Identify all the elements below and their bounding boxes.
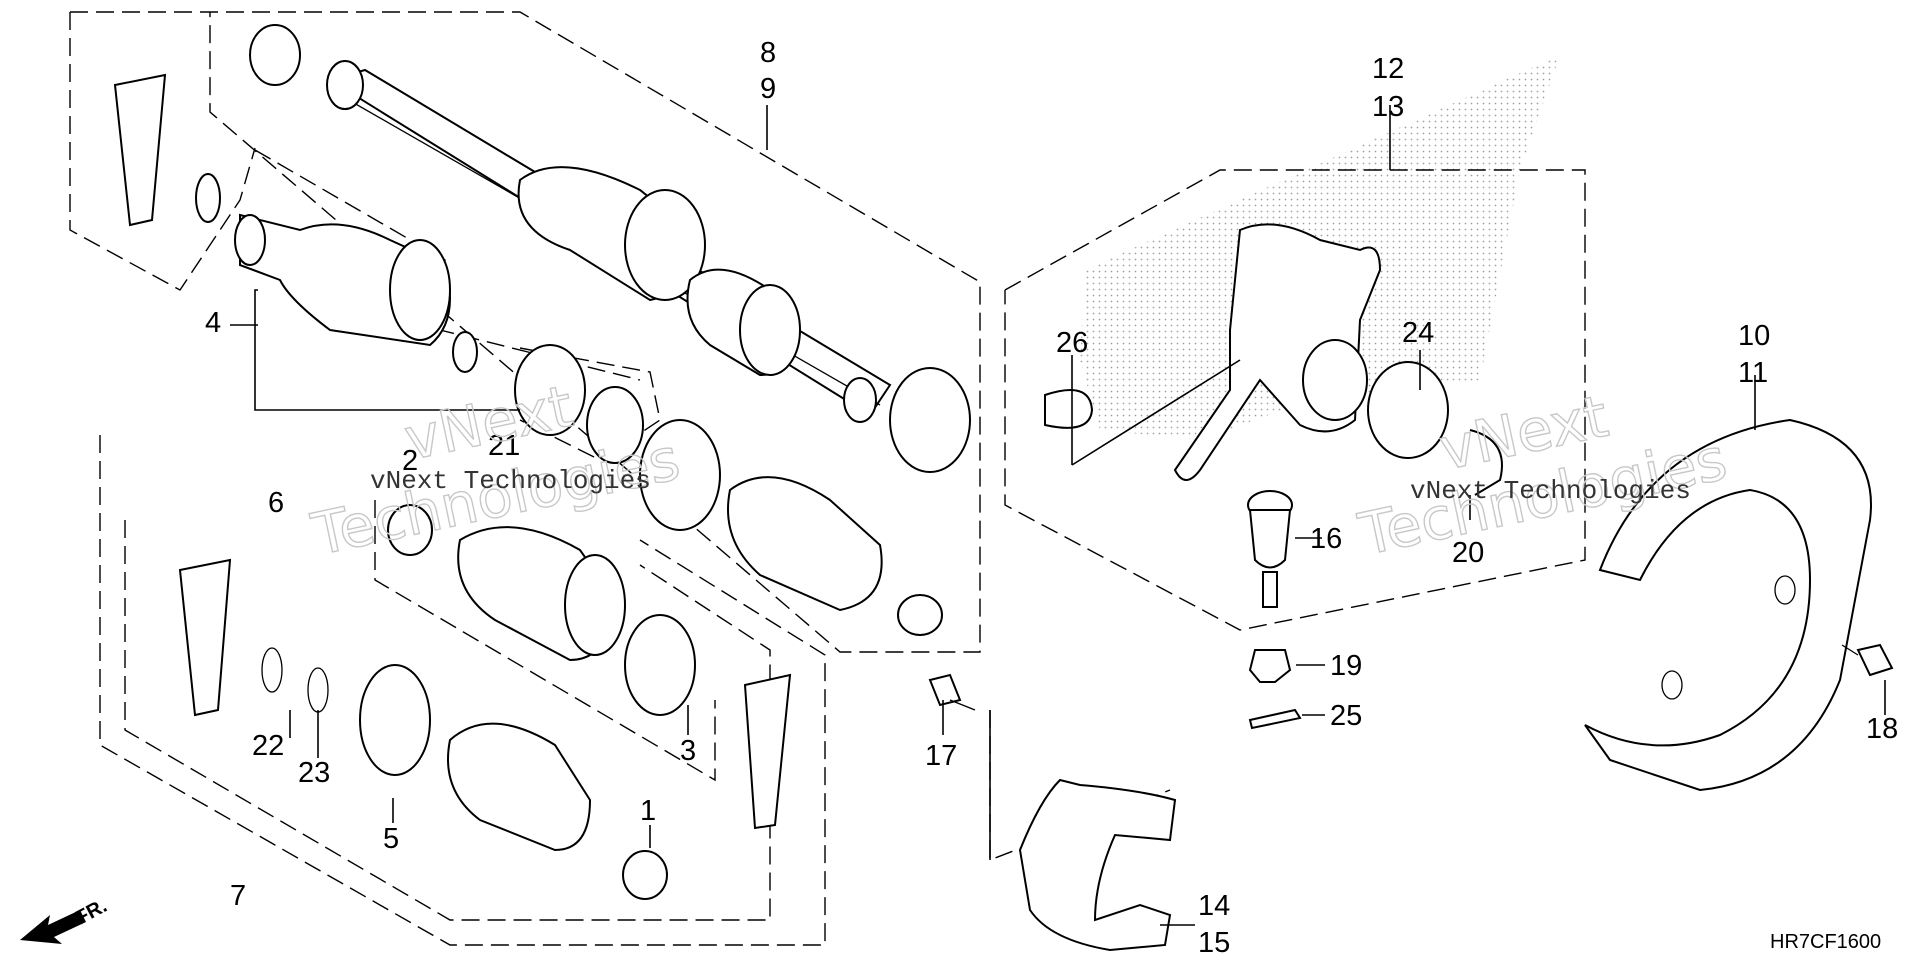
bolts	[928, 643, 1894, 711]
bearing-kit	[514, 344, 644, 464]
group-outlines	[69, 11, 1586, 946]
knuckle	[1044, 223, 1503, 496]
front-direction-arrow: FR.	[20, 895, 111, 944]
part-label-4[interactable]: 4	[205, 307, 221, 339]
part-label-25[interactable]: 25	[1330, 700, 1362, 732]
part-label-1[interactable]: 1	[640, 795, 656, 827]
part-label-14[interactable]: 14	[1198, 890, 1230, 922]
diagram-code: HR7CF1600	[1770, 931, 1881, 953]
part-label-24[interactable]: 24	[1402, 317, 1434, 349]
part-label-11[interactable]: 11	[1738, 357, 1768, 389]
part-label-22[interactable]: 22	[252, 730, 284, 762]
part-label-5[interactable]: 5	[383, 823, 399, 855]
part-label-15[interactable]: 15	[1198, 927, 1230, 959]
part-label-8[interactable]: 8	[760, 37, 776, 69]
part-label-18[interactable]: 18	[1866, 713, 1898, 745]
boots-middle	[387, 419, 883, 716]
part-label-21[interactable]: 21	[488, 430, 520, 462]
part-label-2[interactable]: 2	[402, 445, 418, 477]
part-label-16[interactable]: 16	[1310, 523, 1342, 555]
part-label-17[interactable]: 17	[925, 740, 957, 772]
part-label-10[interactable]: 10	[1738, 320, 1770, 352]
leader-lines	[230, 105, 1886, 926]
watermark-inline-right: vNext Technologies	[1410, 476, 1691, 506]
part-labels: 8 9 12 13 10 11 26 24 4 2 21 6 16 20 19 …	[205, 37, 1898, 959]
boots-lower	[261, 647, 668, 900]
part-label-20[interactable]: 20	[1452, 537, 1484, 569]
part-label-19[interactable]: 19	[1330, 650, 1362, 682]
part-label-23[interactable]: 23	[298, 757, 330, 789]
watermark-inline-left: vNext Technologies	[370, 466, 651, 496]
outer-joint	[234, 213, 451, 347]
part-label-6[interactable]: 6	[268, 487, 284, 519]
part-label-12[interactable]: 12	[1372, 53, 1404, 85]
part-label-9[interactable]: 9	[760, 73, 776, 105]
brake-shield	[1584, 418, 1872, 792]
part-label-26[interactable]: 26	[1056, 327, 1088, 359]
drive-shaft	[326, 60, 892, 423]
part-label-3[interactable]: 3	[680, 735, 696, 767]
bracket	[1018, 778, 1177, 952]
grease-tubes	[113, 73, 792, 830]
ball-joint	[1247, 490, 1302, 730]
clamps-top	[195, 24, 971, 636]
part-label-7[interactable]: 7	[230, 880, 246, 912]
part-label-13[interactable]: 13	[1372, 91, 1404, 123]
